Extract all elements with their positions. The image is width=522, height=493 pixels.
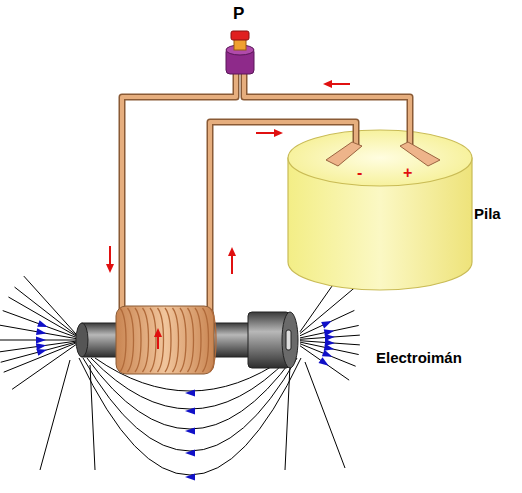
coil-winding	[143, 308, 149, 372]
part-label: Electroimán	[376, 350, 462, 365]
switch-label: P	[233, 5, 244, 22]
field-line	[300, 346, 349, 380]
field-arrowhead	[36, 337, 46, 344]
field-line	[300, 310, 354, 335]
field-lines	[0, 254, 373, 481]
field-line	[90, 365, 95, 470]
coil-winding	[150, 308, 156, 372]
current-arrowhead	[106, 264, 114, 273]
field-line	[4, 343, 76, 372]
field-arrowhead	[322, 350, 333, 357]
coil-winding	[158, 308, 164, 372]
current-arrowhead	[228, 247, 236, 256]
field-arrowhead	[321, 321, 332, 328]
terminal-sign: -	[357, 165, 362, 181]
coil-winding	[195, 308, 201, 372]
field-arrowhead	[185, 390, 195, 397]
battery-terminals	[326, 142, 440, 166]
coil	[116, 306, 216, 374]
field-arrowhead	[185, 408, 195, 415]
coil-winding	[120, 308, 126, 372]
coil-winding	[188, 308, 194, 372]
switch	[226, 31, 254, 74]
field-arrowhead	[36, 349, 47, 356]
coil-winding	[173, 308, 179, 372]
current-arrowhead	[274, 129, 283, 137]
coil-winding	[165, 308, 171, 372]
field-arrowhead	[37, 320, 48, 327]
current-arrowhead	[154, 328, 162, 337]
field-arrowhead	[185, 450, 195, 457]
field-line	[300, 344, 356, 366]
wires	[122, 74, 410, 318]
battery	[288, 130, 472, 290]
field-line	[79, 358, 301, 475]
field-arrowhead	[324, 344, 335, 351]
coil-winding	[210, 308, 216, 372]
terminal-sign: +	[403, 165, 412, 181]
coil-winding	[135, 308, 141, 372]
field-line	[285, 365, 290, 470]
field-arrowhead	[185, 474, 195, 481]
coil-winding	[180, 308, 186, 372]
field-line	[24, 276, 76, 334]
field-line	[15, 287, 76, 335]
current-arrows	[106, 80, 350, 349]
field-line	[300, 342, 359, 354]
field-line	[8, 297, 76, 336]
field-line	[12, 345, 76, 390]
field-arrowhead	[36, 328, 46, 335]
field-line	[0, 325, 76, 339]
field-line	[40, 360, 70, 470]
field-arrowhead	[318, 357, 328, 366]
coil-winding	[128, 308, 134, 372]
battery-label: Pila	[474, 206, 501, 221]
current-arrowhead	[323, 80, 332, 88]
field-line	[305, 362, 345, 468]
field-arrowhead	[185, 428, 195, 435]
coil-winding	[203, 308, 209, 372]
field-arrowhead	[36, 343, 46, 350]
